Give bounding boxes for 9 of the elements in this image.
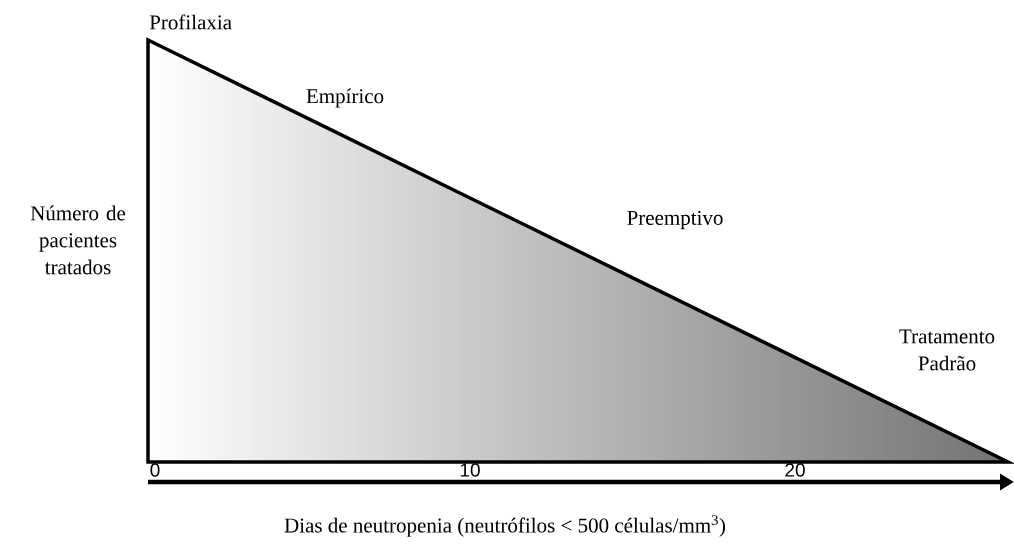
axis-label: Número de pacientes tratados (30, 205, 126, 275)
tick-label: 20 (785, 463, 805, 477)
axis-label: Dias de neutropenia (neutrófilos < 500 células/mm$^{3}$) (284, 515, 726, 537)
triangle-label: Preemptivo (627, 210, 723, 230)
triangle-label: Profilaxia (149, 14, 232, 30)
tick-label: 10 (460, 463, 480, 477)
tick-label: 0 (150, 463, 160, 477)
triangle-label: Empírico (306, 88, 384, 108)
triangle-label: Tratamento Padrão (899, 329, 995, 371)
